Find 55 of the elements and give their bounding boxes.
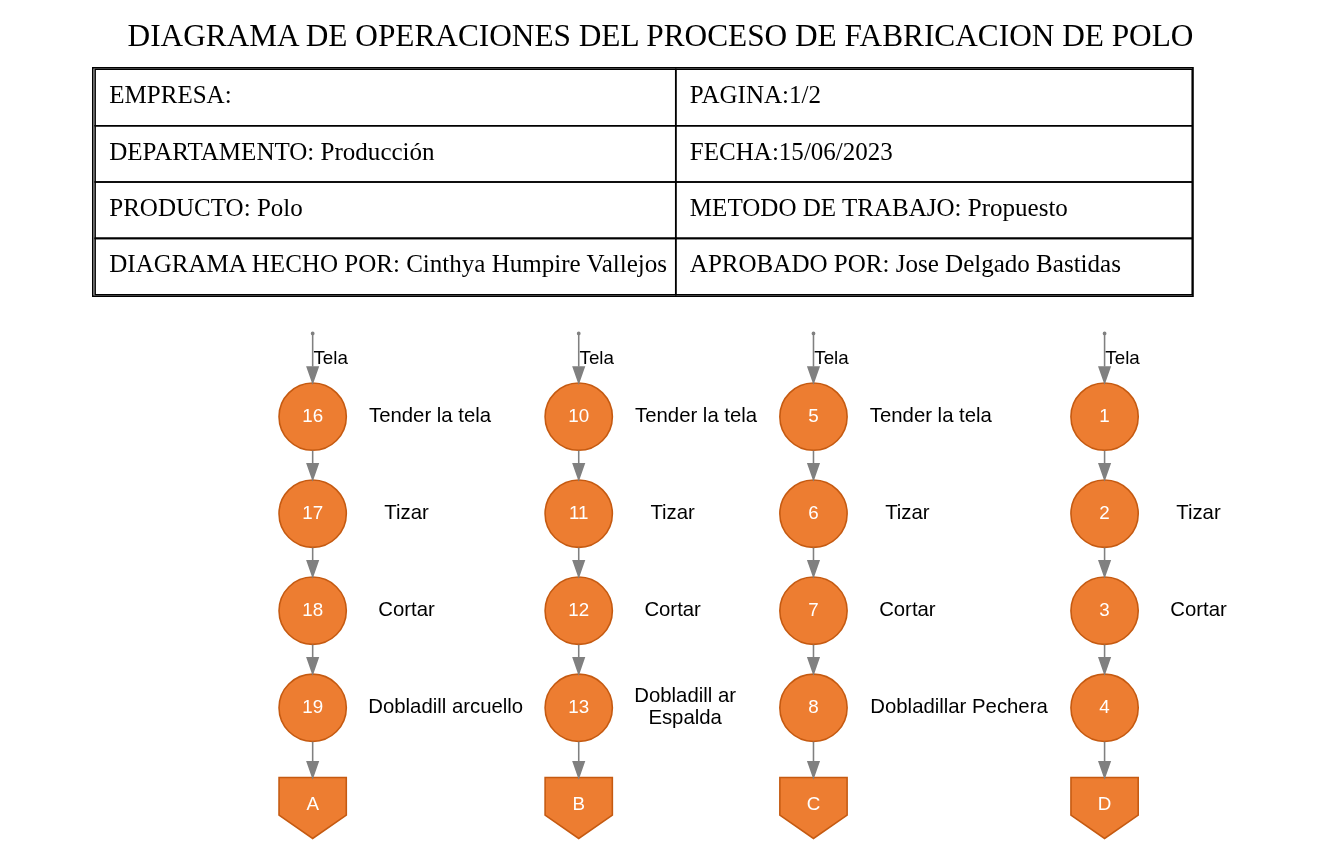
- arrow: [806, 333, 820, 385]
- node-circle: 10: [543, 382, 613, 452]
- arrow: [571, 333, 585, 385]
- node-label: Tender la tela: [368, 403, 491, 426]
- arrow: [806, 740, 820, 780]
- label: DIAGRAMA HECHO POR: Cinthya Humpire Vallejos: [108, 250, 667, 278]
- label: PAGINA:1/2: [689, 81, 821, 109]
- node-circle: 2: [1069, 479, 1139, 549]
- node-circle: 17: [277, 479, 347, 549]
- arrow: [305, 333, 319, 385]
- arrow: [571, 449, 585, 482]
- node-label: Tizar: [1175, 501, 1221, 524]
- node-circle: 5: [778, 382, 848, 452]
- node-label: Tizar: [649, 501, 695, 524]
- label: DEPARTAMENTO: Producción: [108, 137, 435, 165]
- node-circle: 12: [543, 576, 613, 646]
- arrow: [1097, 740, 1111, 780]
- node-label: Dobladillar Pechera: [869, 695, 1048, 718]
- node-label: Cortar: [1169, 598, 1227, 621]
- node-label: Cortar: [377, 598, 435, 621]
- arrow: [305, 740, 319, 780]
- node-circle: 19: [277, 673, 347, 743]
- node-label: Tender la tela: [634, 403, 757, 426]
- node-circle: 18: [277, 576, 347, 646]
- arrow: [1097, 333, 1111, 385]
- node-label: Dobladill ar: [633, 684, 736, 707]
- label: METODO DE TRABAJO: Propuesto: [689, 194, 1068, 222]
- node-circle: 8: [778, 673, 848, 743]
- node-label: Tizar: [383, 501, 429, 524]
- label: APROBADO POR: Jose Delgado Bastidas: [689, 250, 1121, 278]
- diagram-title: DIAGRAMA DE OPERACIONES DEL PROCESO DE FABRICACION DE POLO: [127, 17, 1193, 53]
- arrow: [571, 546, 585, 579]
- arrow: [571, 740, 585, 780]
- node-circle: 13: [543, 673, 613, 743]
- node-label: Espalda: [647, 706, 722, 729]
- node-label: Cortar: [643, 598, 701, 621]
- label: PRODUCTO: Polo: [108, 194, 303, 222]
- edge-label: Tela: [813, 346, 849, 368]
- node-circle: 11: [543, 479, 613, 549]
- node-circle: 7: [778, 576, 848, 646]
- node-circle: 1: [1069, 382, 1139, 452]
- edge-label: Tela: [579, 346, 614, 368]
- node-label: Cortar: [878, 598, 936, 621]
- arrow: [571, 643, 585, 676]
- node-label: Tizar: [884, 501, 930, 524]
- node-circle: 4: [1069, 673, 1139, 743]
- node-circle: 16: [277, 382, 347, 452]
- label: EMPRESA:: [108, 81, 232, 109]
- node-label: Dobladill arcuello: [367, 695, 523, 718]
- edge-label: Tela: [1104, 346, 1140, 368]
- edge-label: Tela: [312, 346, 348, 368]
- node-circle: 6: [778, 479, 848, 549]
- label: FECHA:15/06/2023: [689, 137, 893, 165]
- node-label: Tender la tela: [869, 403, 992, 426]
- node-circle: 3: [1069, 576, 1139, 646]
